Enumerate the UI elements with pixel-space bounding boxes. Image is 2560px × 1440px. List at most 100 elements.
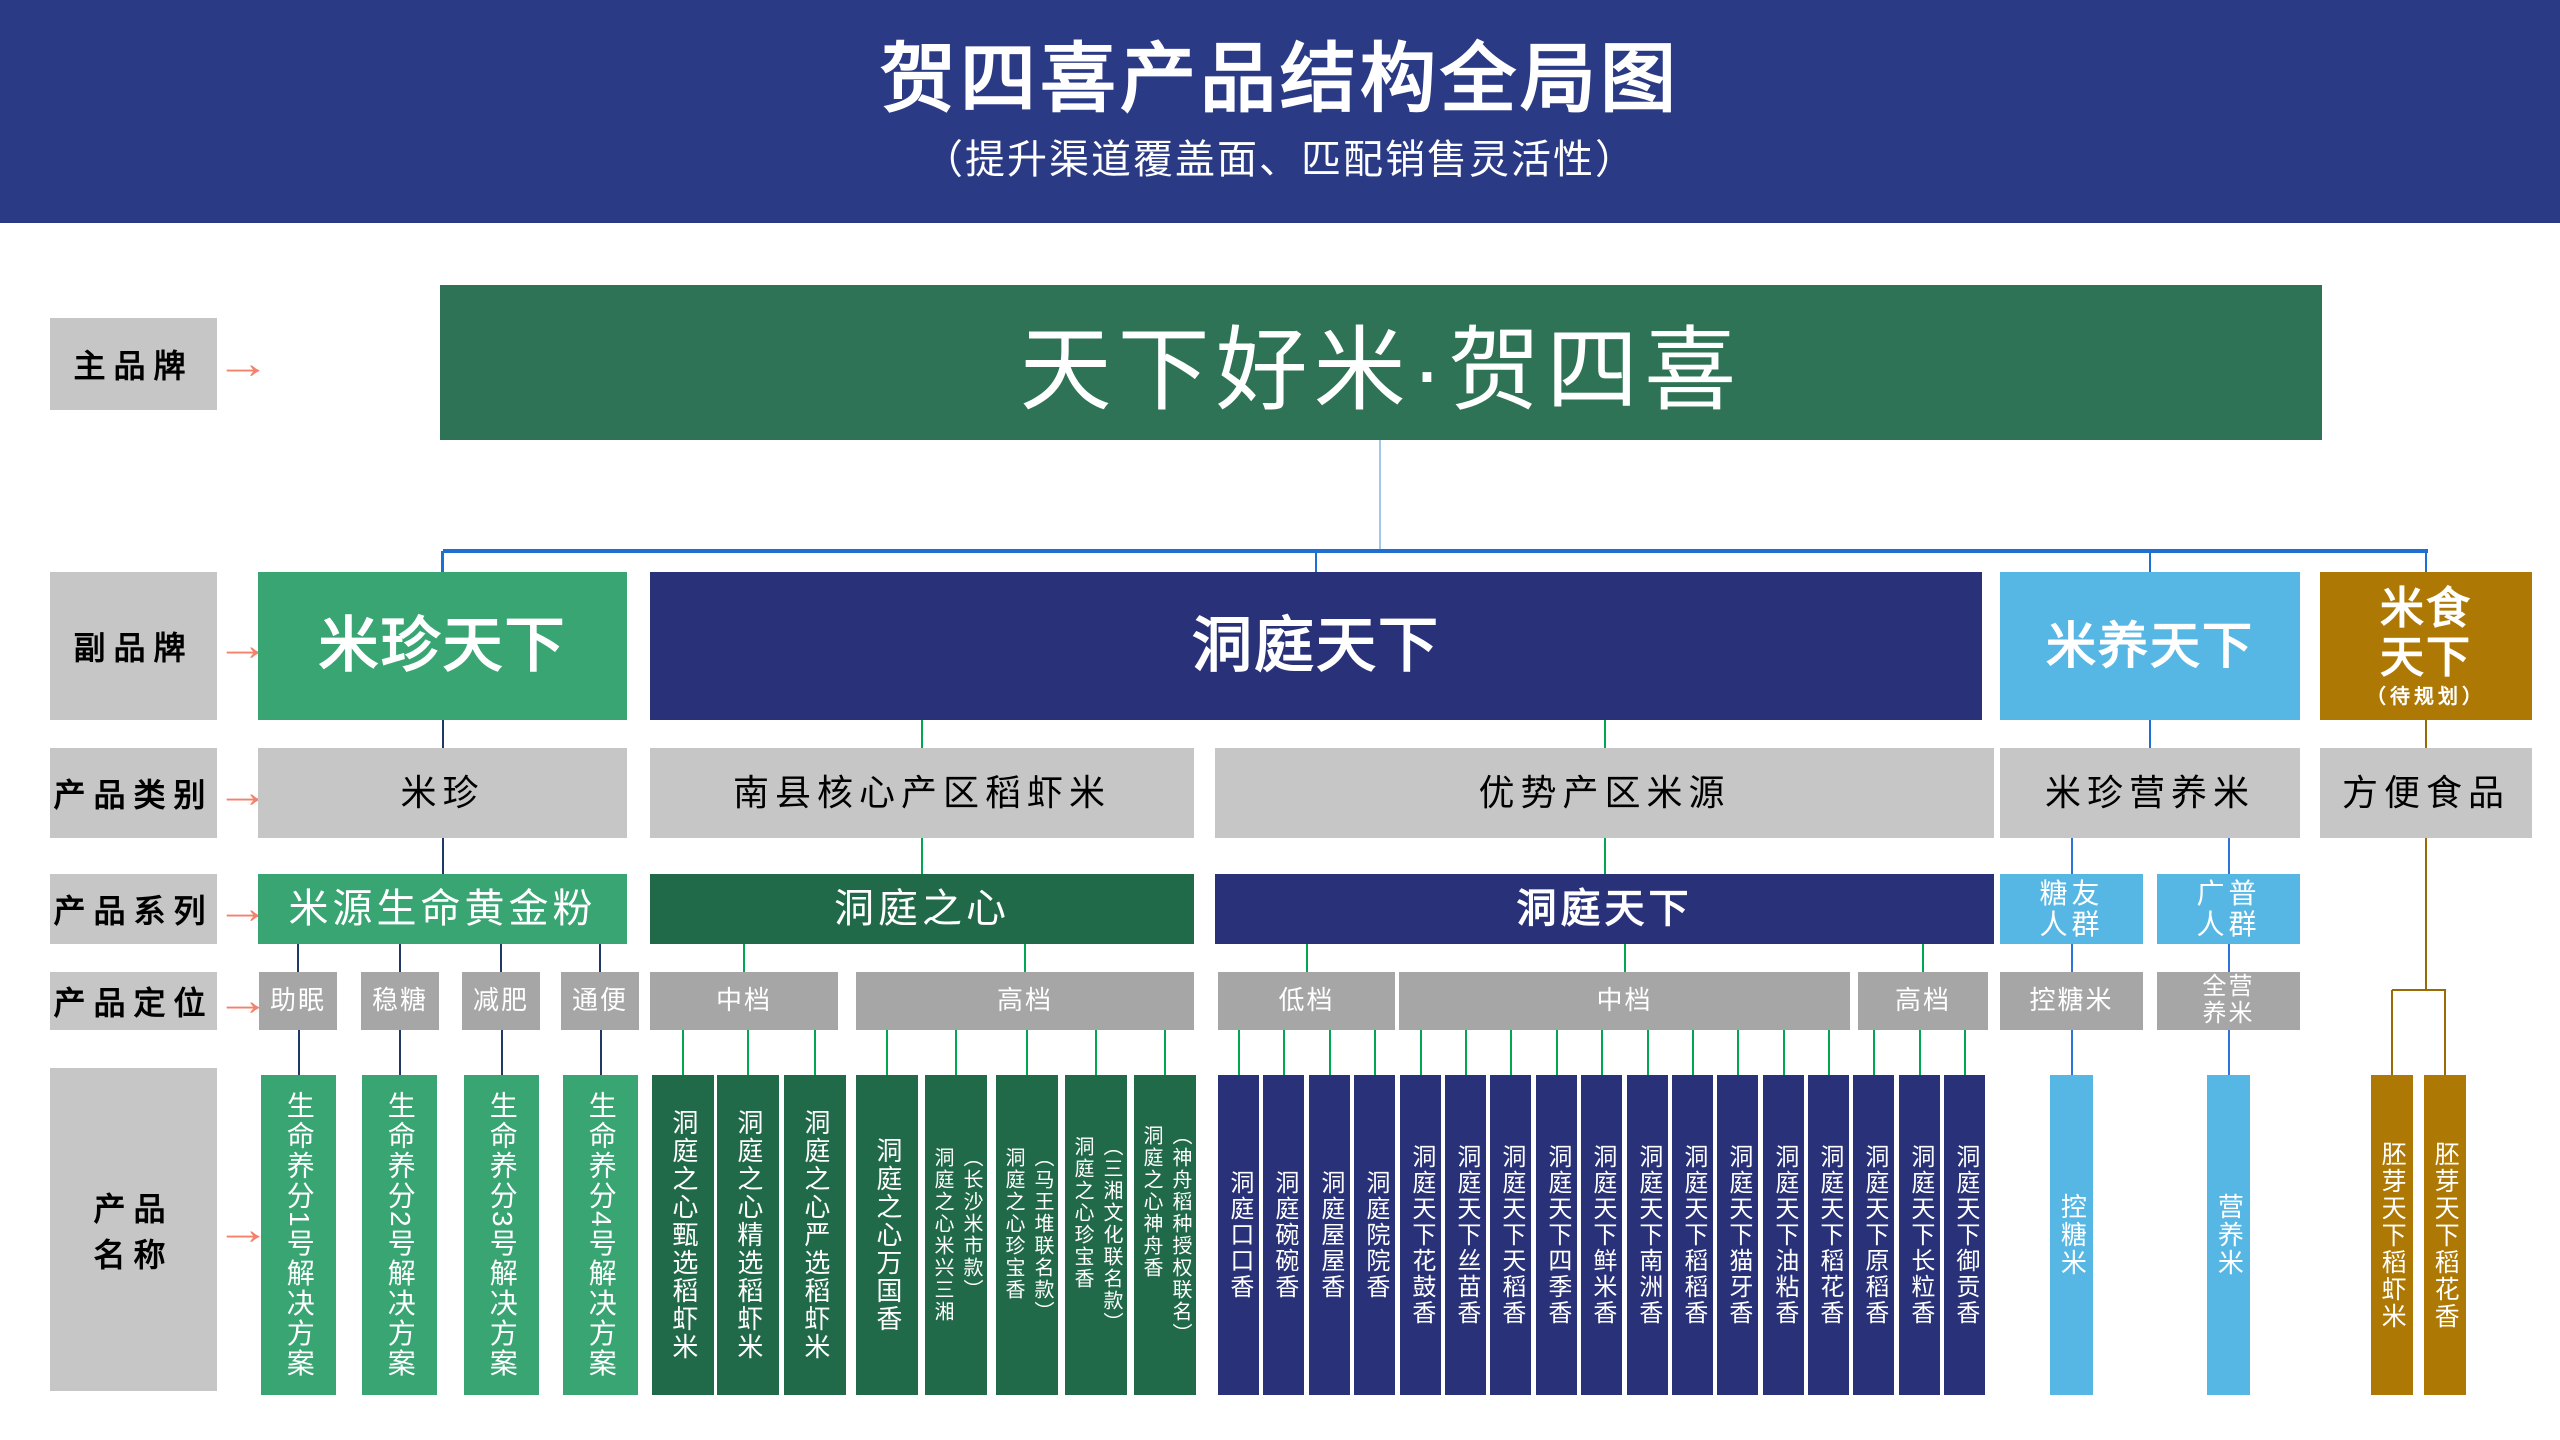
products-dongting-zhixin-column-4: 洞庭之心万国香 [856,1075,918,1395]
products-dongting-zhixin-column-5: 洞庭之心米兴三湘 （长沙米市款） [925,1075,987,1395]
row-label-positioning: 产品定位 [50,972,217,1030]
product-name-text: 洞庭之心严选稻虾米 [800,1109,831,1361]
product-name-text: 洞庭之心珍宝香 （马王堆联名款） [1002,1147,1053,1323]
products-dongting-tianxia-column-3: 洞庭屋屋香 [1309,1075,1350,1395]
positioning-didang: 低档 [1218,972,1395,1030]
row-label-main-brand: 主品牌 [50,318,217,410]
products-dongting-tianxia-column-9: 洞庭天下鲜米香 [1581,1075,1622,1395]
row-label-sub-brand: 副品牌 [50,572,217,720]
product-name-text: 洞庭屋屋香 [1316,1170,1344,1300]
connector-line [1922,944,1924,972]
connector-line [1024,944,1026,972]
connector-line [1623,944,1626,972]
connector-line [398,1030,401,1075]
product-name-text: 洞庭天下猫牙香 [1724,1144,1752,1326]
connector-line [1782,1030,1785,1075]
products-dongting-tianxia-column-5: 洞庭天下花鼓香 [1400,1075,1441,1395]
connector-line [297,1030,300,1075]
products-dongting-zhixin-column-1: 洞庭之心甄选稻虾米 [652,1075,714,1395]
product-name-text: 生命养分4号解决方案 [585,1091,617,1379]
product-name-text: 洞庭之心米兴三湘 （长沙米市款） [931,1147,982,1323]
products-mizhen-column-2: 生命养分2号解决方案 [362,1075,437,1395]
products-miyang-column-2: 营养米 [2207,1075,2250,1395]
connector-line [1691,1030,1694,1075]
connector-line [441,838,444,874]
products-dongting-zhixin-column-7: 洞庭之心珍宝香 （三湘文化联名款） [1065,1075,1127,1395]
product-name-text: 洞庭碗碗香 [1270,1170,1298,1300]
products-dongting-tianxia-column-2: 洞庭碗碗香 [1263,1075,1304,1395]
connector-line [500,944,502,972]
positioning-gaodang-1: 高档 [856,972,1194,1030]
connector-line [814,1030,816,1075]
products-dongting-tianxia-column-11: 洞庭天下稻稻香 [1672,1075,1713,1395]
connector-line [1419,1030,1422,1075]
connector-line [2425,838,2427,990]
connector-line [682,1030,684,1075]
products-peiya-column-2: 胚芽天下稻花香 [2424,1075,2466,1395]
connector-line [921,838,923,874]
series-miyuan-huangjinfen: 米源生命黄金粉 [258,874,627,944]
connector-line [1555,1030,1558,1075]
connector-line [1509,1030,1512,1075]
products-mizhen-column-4: 生命养分4号解决方案 [563,1075,638,1395]
product-name-text: 洞庭天下鲜米香 [1588,1144,1616,1326]
connector-line [2149,720,2151,748]
connector-line [1379,440,1381,551]
products-dongting-tianxia-column-10: 洞庭天下南洲香 [1627,1075,1668,1395]
product-name-text: 生命养分3号解决方案 [486,1091,518,1379]
connector-line [1736,1030,1739,1075]
product-name-text: 洞庭天下长粒香 [1906,1144,1934,1326]
positioning-zhongdang-2: 中档 [1399,972,1850,1030]
positioning-kongtangmi: 控糖米 [2000,972,2143,1030]
connector-line [2070,1030,2073,1075]
products-peiya-column-1: 胚芽天下稻虾米 [2371,1075,2413,1395]
connector-line [1237,1030,1240,1075]
product-name-text: 洞庭之心珍宝香 （三湘文化联名款） [1071,1136,1122,1334]
sub-brand-mishi-tianxia: 米食 天下（待规划） [2320,572,2532,720]
positioning-quanyingyangmi: 全营 养米 [2157,972,2300,1030]
connector-line [886,1030,888,1075]
row-label-series: 产品系列 [50,874,217,944]
products-dongting-tianxia-column-15: 洞庭天下原稻香 [1853,1075,1894,1395]
connector-line [1872,1030,1875,1075]
connector-line [1095,1030,1097,1075]
series-guangpu-renqun: 广普 人群 [2157,874,2300,944]
connector-line [2425,720,2427,748]
positioning-zhongdang-1: 中档 [650,972,838,1030]
product-name-text: 洞庭天下御贡香 [1951,1144,1979,1326]
connector-line [1603,838,1606,874]
connector-line [2391,990,2393,1075]
connector-line [1603,720,1606,748]
product-name-text: 生命养分2号解决方案 [384,1091,416,1379]
product-name-text: 洞庭口口香 [1225,1170,1253,1300]
connector-line [599,944,601,972]
products-dongting-tianxia-column-16: 洞庭天下长粒香 [1899,1075,1940,1395]
product-name-text: 营养米 [2214,1193,2245,1277]
connector-line [1373,1030,1376,1075]
connector-line [399,944,401,972]
positioning-tongbian: 通便 [561,972,639,1030]
connector-line [1827,1030,1830,1075]
product-name-text: 胚芽天下稻虾米 [2378,1140,2407,1330]
connector-line [500,1030,503,1075]
row-label-product-name: 产品 名称 [50,1068,217,1391]
connector-line [1646,1030,1649,1075]
sub-brand-miyang-tianxia: 米养天下 [2000,572,2300,720]
product-name-text: 洞庭天下稻稻香 [1679,1144,1707,1326]
products-dongting-zhixin-column-2: 洞庭之心精选稻虾米 [717,1075,779,1395]
category-mizhen: 米珍 [258,748,627,838]
product-name-text: 生命养分1号解决方案 [283,1091,315,1379]
sub-brand-dongting-tianxia: 洞庭天下 [650,572,1982,720]
connector-line [1026,1030,1028,1075]
products-dongting-tianxia-column-4: 洞庭院院香 [1354,1075,1395,1395]
connector-line [955,1030,957,1075]
connector-line [2392,989,2446,991]
products-dongting-tianxia-column-6: 洞庭天下丝苗香 [1445,1075,1486,1395]
connector-line [1600,1030,1603,1075]
products-dongting-tianxia-column-12: 洞庭天下猫牙香 [1717,1075,1758,1395]
connector-line [2149,551,2151,572]
connector-line [443,549,2428,553]
connector-line [2227,838,2230,874]
sub-brand-mizhen-tianxia: 米珍天下 [258,572,627,720]
connector-line [2227,944,2230,972]
